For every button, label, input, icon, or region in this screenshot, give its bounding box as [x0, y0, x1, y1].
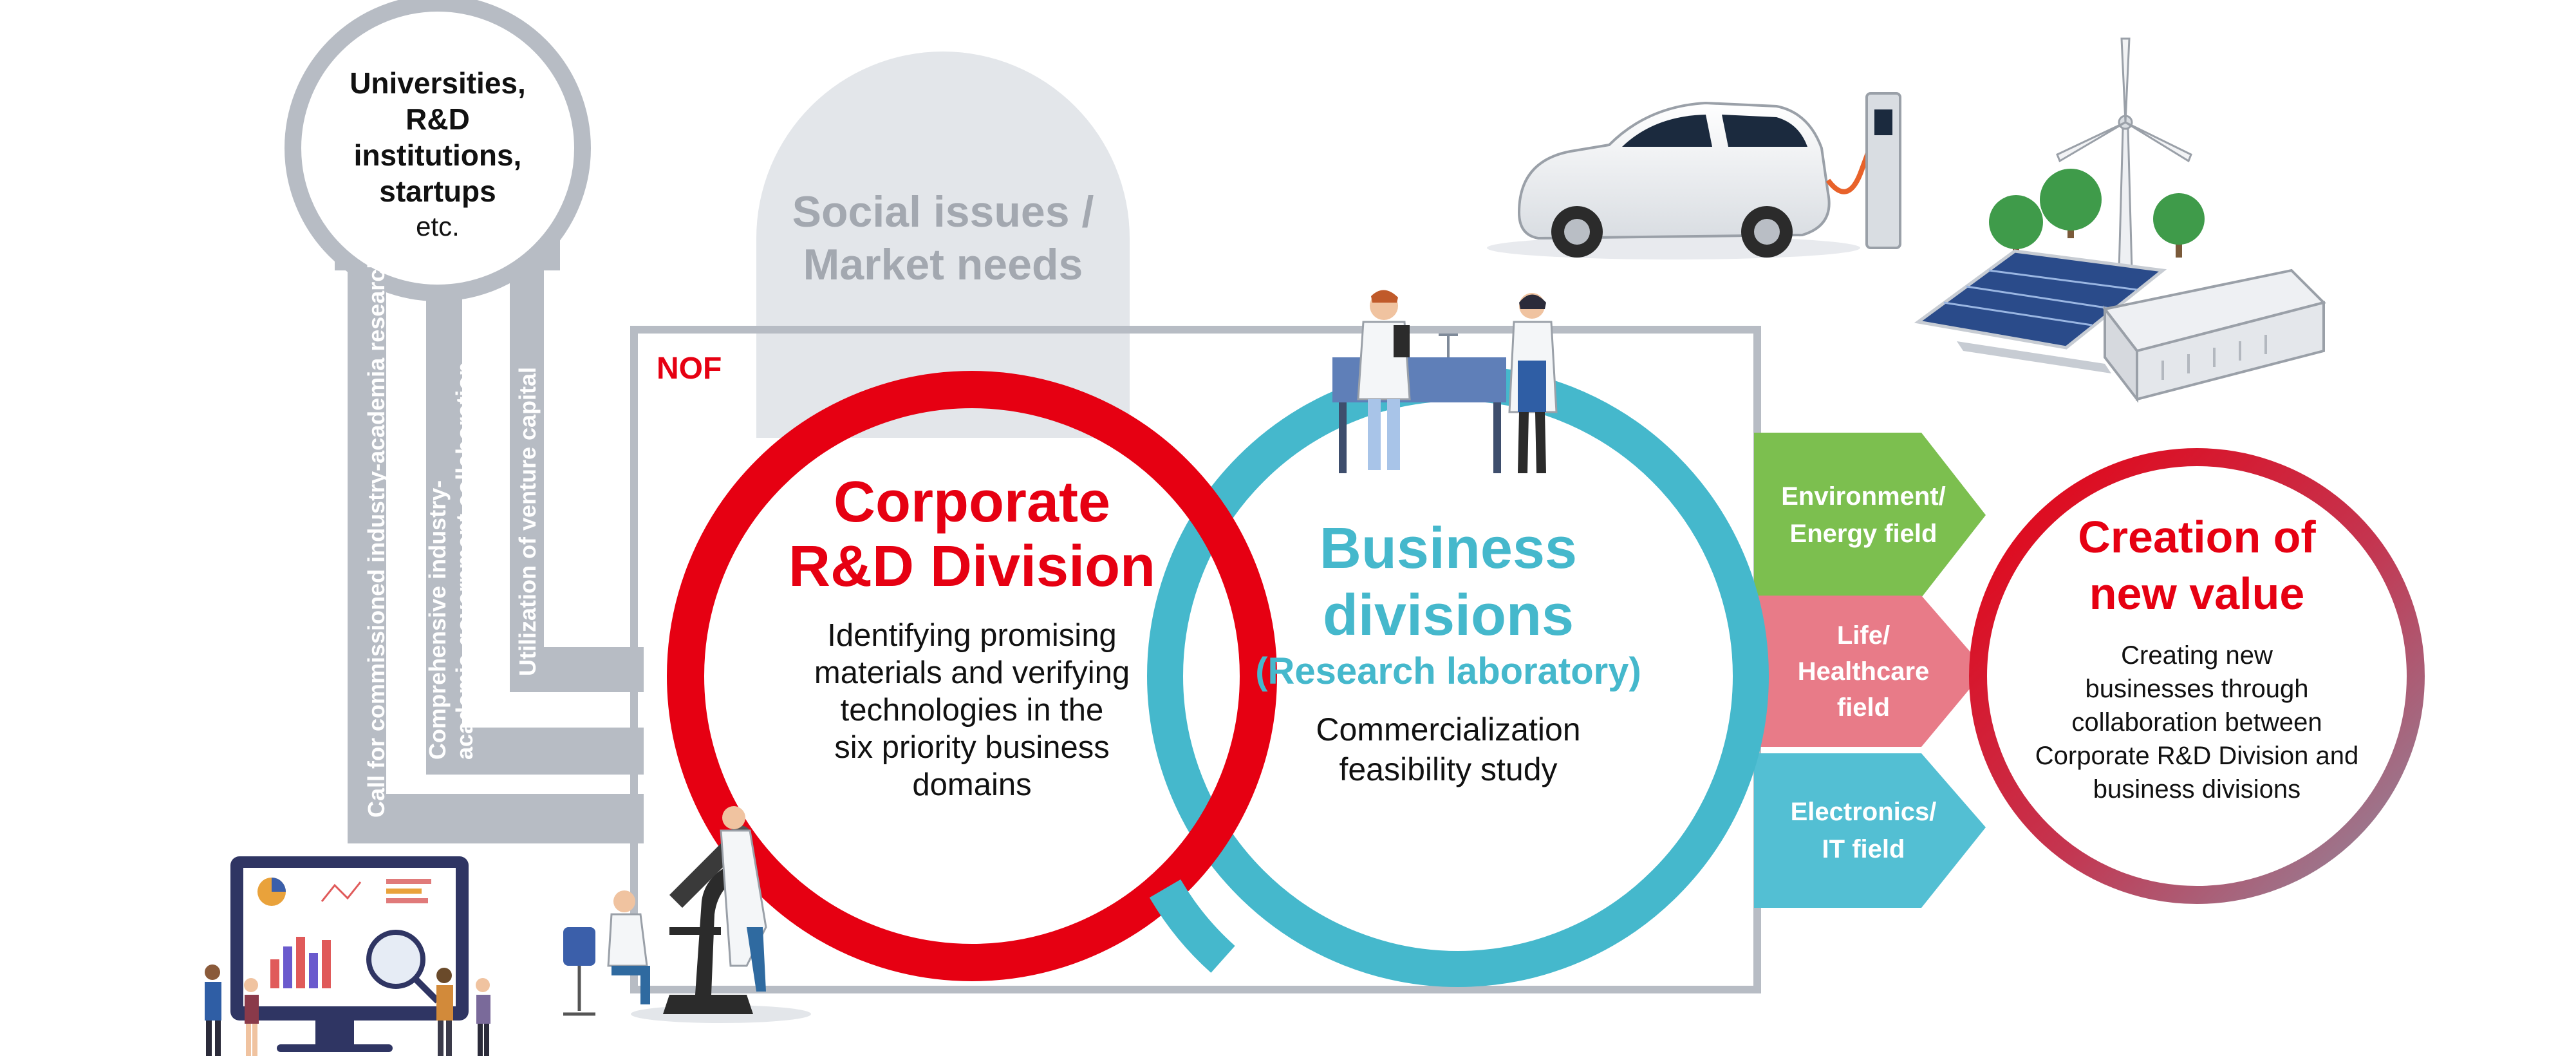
business-people-icon	[205, 964, 490, 1056]
corporate-rd-desc-line: technologies in the	[840, 693, 1104, 728]
corporate-rd-title-line2: R&D Division	[788, 534, 1156, 599]
arrow-environment	[1754, 433, 1986, 597]
field-environment: Environment/ Energy field	[1754, 433, 1973, 597]
business-divisions-block: Business divisions (Research laboratory)…	[1223, 515, 1674, 789]
business-divisions-title-line2: divisions	[1322, 583, 1574, 648]
connector-industry-academia	[426, 258, 644, 775]
partners-title-line: Universities,	[350, 66, 526, 100]
arrow-healthcare	[1754, 596, 1986, 747]
corporate-rd-title-line1: Corporate	[833, 470, 1111, 534]
new-value-title-line2: new value	[2089, 569, 2305, 619]
solar-panel-icon	[1914, 249, 2167, 373]
microscope-icon	[563, 806, 811, 1023]
new-value-desc-line: collaboration between	[2071, 708, 2322, 737]
researchers-icon	[1332, 290, 1558, 473]
new-value-desc-line: business divisions	[2093, 775, 2301, 804]
partners-title-line: startups	[379, 174, 496, 208]
field-environment-line2: Energy field	[1789, 520, 1937, 548]
corporate-rd-desc-line: materials and verifying	[814, 655, 1130, 690]
field-healthcare-line3: field	[1836, 693, 1890, 722]
new-value-block: Creation of new value Creating new busin…	[2004, 509, 2390, 806]
new-value-title-line1: Creation of	[2078, 512, 2316, 562]
channel-venture-capital: Utilization of venture capital	[514, 366, 541, 676]
battery-container-icon	[2102, 268, 2326, 403]
partners-title-line: R&D	[406, 102, 470, 136]
new-value-desc-line: Creating new	[2121, 641, 2273, 670]
social-issues-line1: Social issues /	[792, 187, 1094, 236]
field-electronics-line1: Electronics/	[1790, 798, 1937, 826]
partners-circle	[285, 0, 591, 301]
business-divisions-title-line1: Business	[1319, 516, 1578, 581]
social-issues-line2: Market needs	[803, 240, 1083, 289]
partners-title-line: institutions,	[353, 138, 522, 172]
social-issues-label: Social issues / Market needs	[760, 174, 1126, 303]
new-value-desc-line: businesses through	[2085, 675, 2309, 703]
charging-station-icon	[1825, 92, 1901, 249]
social-issues-dome	[756, 52, 1130, 438]
corporate-rd-ring	[667, 371, 1277, 981]
nof-label: NOF	[657, 352, 722, 386]
field-electronics-line2: IT field	[1822, 835, 1905, 863]
tree-icon	[1989, 169, 2205, 264]
partners-etc: etc.	[416, 211, 460, 241]
corporate-rd-desc-line: Identifying promising	[827, 618, 1117, 653]
ring-interlock	[1149, 879, 1235, 973]
business-divisions-desc-line: Commercialization	[1316, 711, 1581, 748]
corporate-rd-block: Corporate R&D Division Identifying promi…	[708, 470, 1236, 804]
new-value-desc-line: Corporate R&D Division and	[2035, 742, 2359, 770]
connector-commissioned-research	[348, 245, 644, 843]
field-healthcare: Life/ Healthcare field	[1754, 596, 1973, 747]
analytics-monitor-icon	[230, 856, 469, 1052]
channel-industry-academia-line1: Comprehensive industry-	[424, 480, 451, 760]
business-divisions-desc-line: feasibility study	[1339, 751, 1558, 787]
channel-commissioned-research: Call for commissioned industry-academia …	[363, 254, 389, 818]
partners-label: Universities, R&D institutions, startups…	[325, 55, 550, 254]
corporate-rd-desc-line: domains	[912, 767, 1032, 802]
connector-venture-capital	[510, 232, 644, 692]
arrow-electronics	[1754, 753, 1986, 908]
electric-car-icon	[1487, 101, 1860, 259]
new-value-circle	[1969, 448, 2425, 904]
field-healthcare-line2: Healthcare	[1797, 657, 1930, 686]
business-divisions-subtitle: (Research laboratory)	[1255, 650, 1641, 692]
channel-industry-academia-line2: academia-government collaboration	[451, 361, 478, 760]
field-healthcare-line1: Life/	[1836, 621, 1890, 650]
wind-turbine-icon	[2056, 37, 2192, 272]
field-electronics: Electronics/ IT field	[1754, 753, 1973, 908]
corporate-rd-desc-line: six priority business	[834, 730, 1110, 765]
field-environment-line1: Environment/	[1781, 482, 1946, 511]
